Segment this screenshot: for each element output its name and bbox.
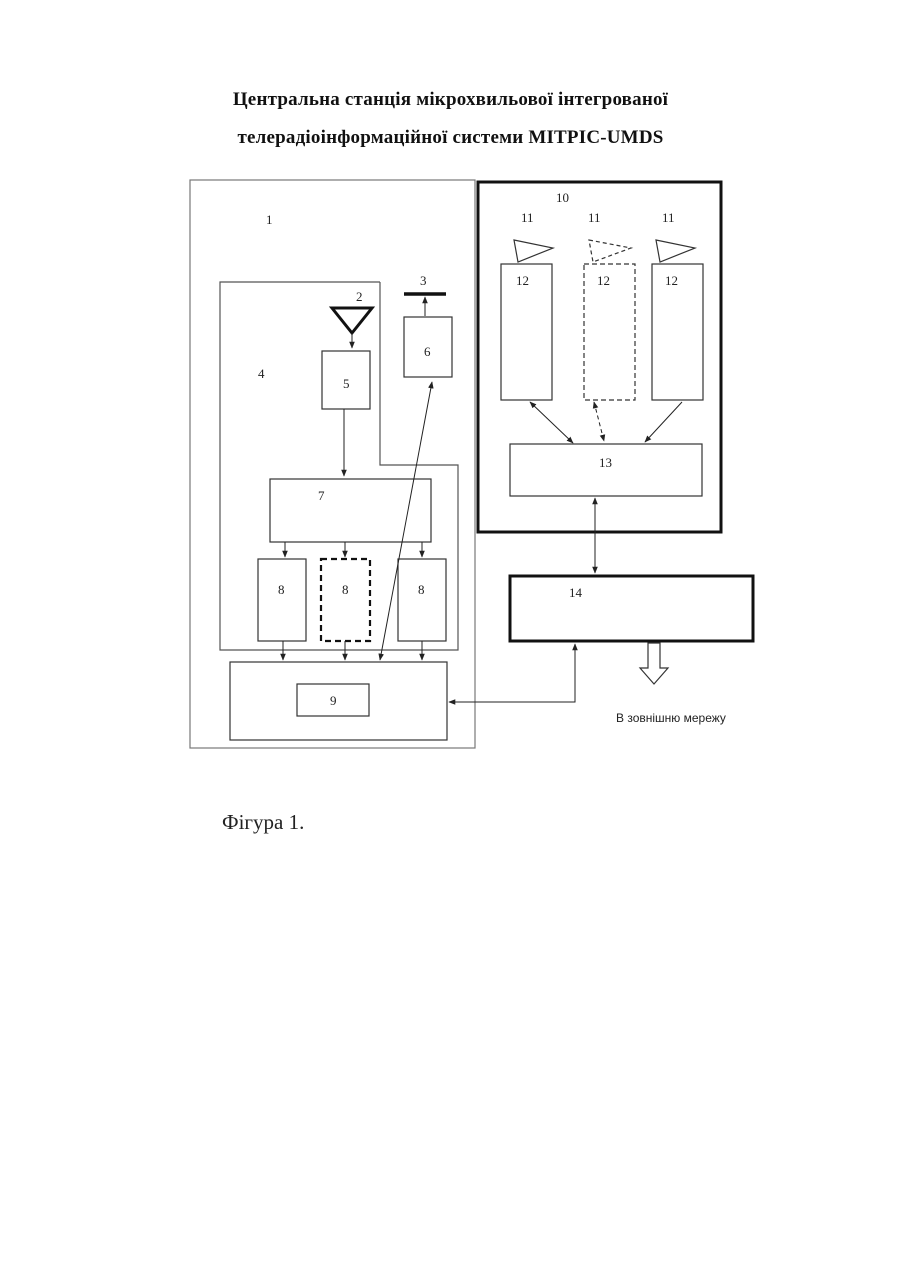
- block-8b-dashed: [321, 559, 370, 641]
- label-8b: 8: [342, 582, 349, 597]
- external-network-arrow-icon: [640, 643, 668, 684]
- block-8c: [398, 559, 446, 641]
- label-14: 14: [569, 585, 583, 600]
- label-1: 1: [266, 212, 273, 227]
- label-13: 13: [599, 455, 612, 470]
- label-5: 5: [343, 376, 350, 391]
- block-13: [510, 444, 702, 496]
- antenna-11a-icon: [514, 240, 553, 262]
- label-2: 2: [356, 289, 363, 304]
- label-7: 7: [318, 488, 325, 503]
- label-11a: 11: [521, 210, 534, 225]
- label-12c: 12: [665, 273, 678, 288]
- label-8a: 8: [278, 582, 285, 597]
- label-10: 10: [556, 190, 569, 205]
- label-3: 3: [420, 273, 427, 288]
- antenna-11b-icon: [589, 240, 631, 262]
- block-7: [270, 479, 431, 542]
- label-4: 4: [258, 366, 265, 381]
- block-9-outer: [230, 662, 447, 740]
- label-8c: 8: [418, 582, 425, 597]
- block-10-frame: [478, 182, 721, 532]
- label-11b: 11: [588, 210, 601, 225]
- label-12b: 12: [597, 273, 610, 288]
- antenna-2-icon: [332, 308, 372, 333]
- label-9: 9: [330, 693, 337, 708]
- block-1-frame: [190, 180, 475, 748]
- label-11c: 11: [662, 210, 675, 225]
- block-8a: [258, 559, 306, 641]
- external-network-label: В зовнішню мережу: [616, 711, 726, 725]
- antenna-11c-icon: [656, 240, 695, 262]
- label-6: 6: [424, 344, 431, 359]
- label-12a: 12: [516, 273, 529, 288]
- block-14: [510, 576, 753, 641]
- figure-caption: Фігура 1.: [222, 810, 304, 835]
